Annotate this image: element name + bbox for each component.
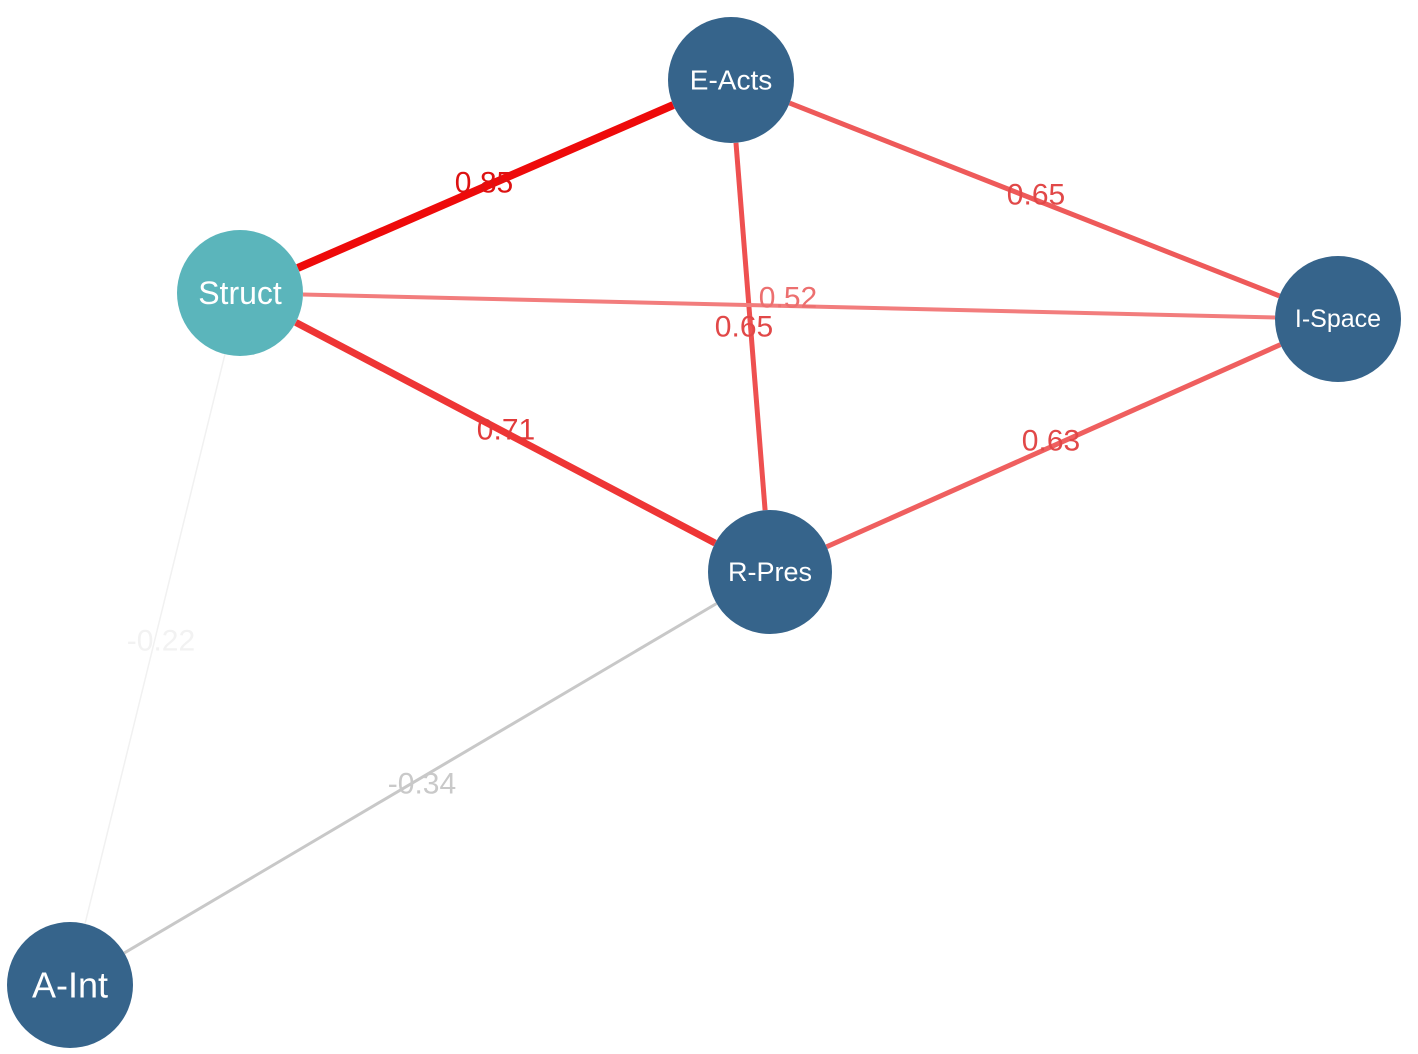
edge-struct-aint bbox=[84, 354, 226, 924]
edge-label-rpres-aint: -0.34 bbox=[388, 768, 456, 801]
node-label-struct: Struct bbox=[198, 275, 282, 311]
node-a-int: A-Int bbox=[7, 922, 133, 1048]
edge-struct-rpres bbox=[294, 319, 717, 547]
node-circle-e-acts bbox=[668, 17, 794, 143]
edge-struct-eacts bbox=[296, 101, 675, 272]
edge-label-struct-ispace: 0.52 bbox=[759, 282, 817, 315]
edge-label-struct-eacts: 0.85 bbox=[455, 167, 513, 200]
node-e-acts: E-Acts bbox=[668, 17, 794, 143]
edge-rpres-ispace bbox=[825, 342, 1282, 550]
node-label-a-int: A-Int bbox=[32, 965, 108, 1006]
edge-label-struct-aint: -0.22 bbox=[127, 625, 195, 658]
node-circle-i-space bbox=[1275, 256, 1401, 382]
edge-struct-ispace bbox=[302, 292, 1276, 320]
edge-label-struct-rpres: 0.71 bbox=[477, 414, 535, 447]
edges-layer bbox=[84, 100, 1282, 955]
node-circle-struct bbox=[177, 230, 303, 356]
node-circle-a-int bbox=[7, 922, 133, 1048]
edge-eacts-ispace bbox=[788, 100, 1281, 299]
node-label-i-space: I-Space bbox=[1295, 305, 1381, 333]
node-struct: Struct bbox=[177, 230, 303, 356]
edge-label-eacts-ispace: 0.65 bbox=[1007, 179, 1065, 212]
node-label-e-acts: E-Acts bbox=[690, 65, 772, 96]
edge-label-rpres-ispace: 0.63 bbox=[1022, 425, 1080, 458]
node-i-space: I-Space bbox=[1275, 256, 1401, 382]
node-circle-r-pres bbox=[708, 510, 832, 634]
edge-label-eacts-rpres: 0.65 bbox=[715, 311, 773, 344]
edge-rpres-aint bbox=[123, 602, 718, 955]
edge-eacts-rpres bbox=[733, 142, 768, 511]
node-label-r-pres: R-Pres bbox=[728, 557, 812, 587]
node-r-pres: R-Pres bbox=[708, 510, 832, 634]
